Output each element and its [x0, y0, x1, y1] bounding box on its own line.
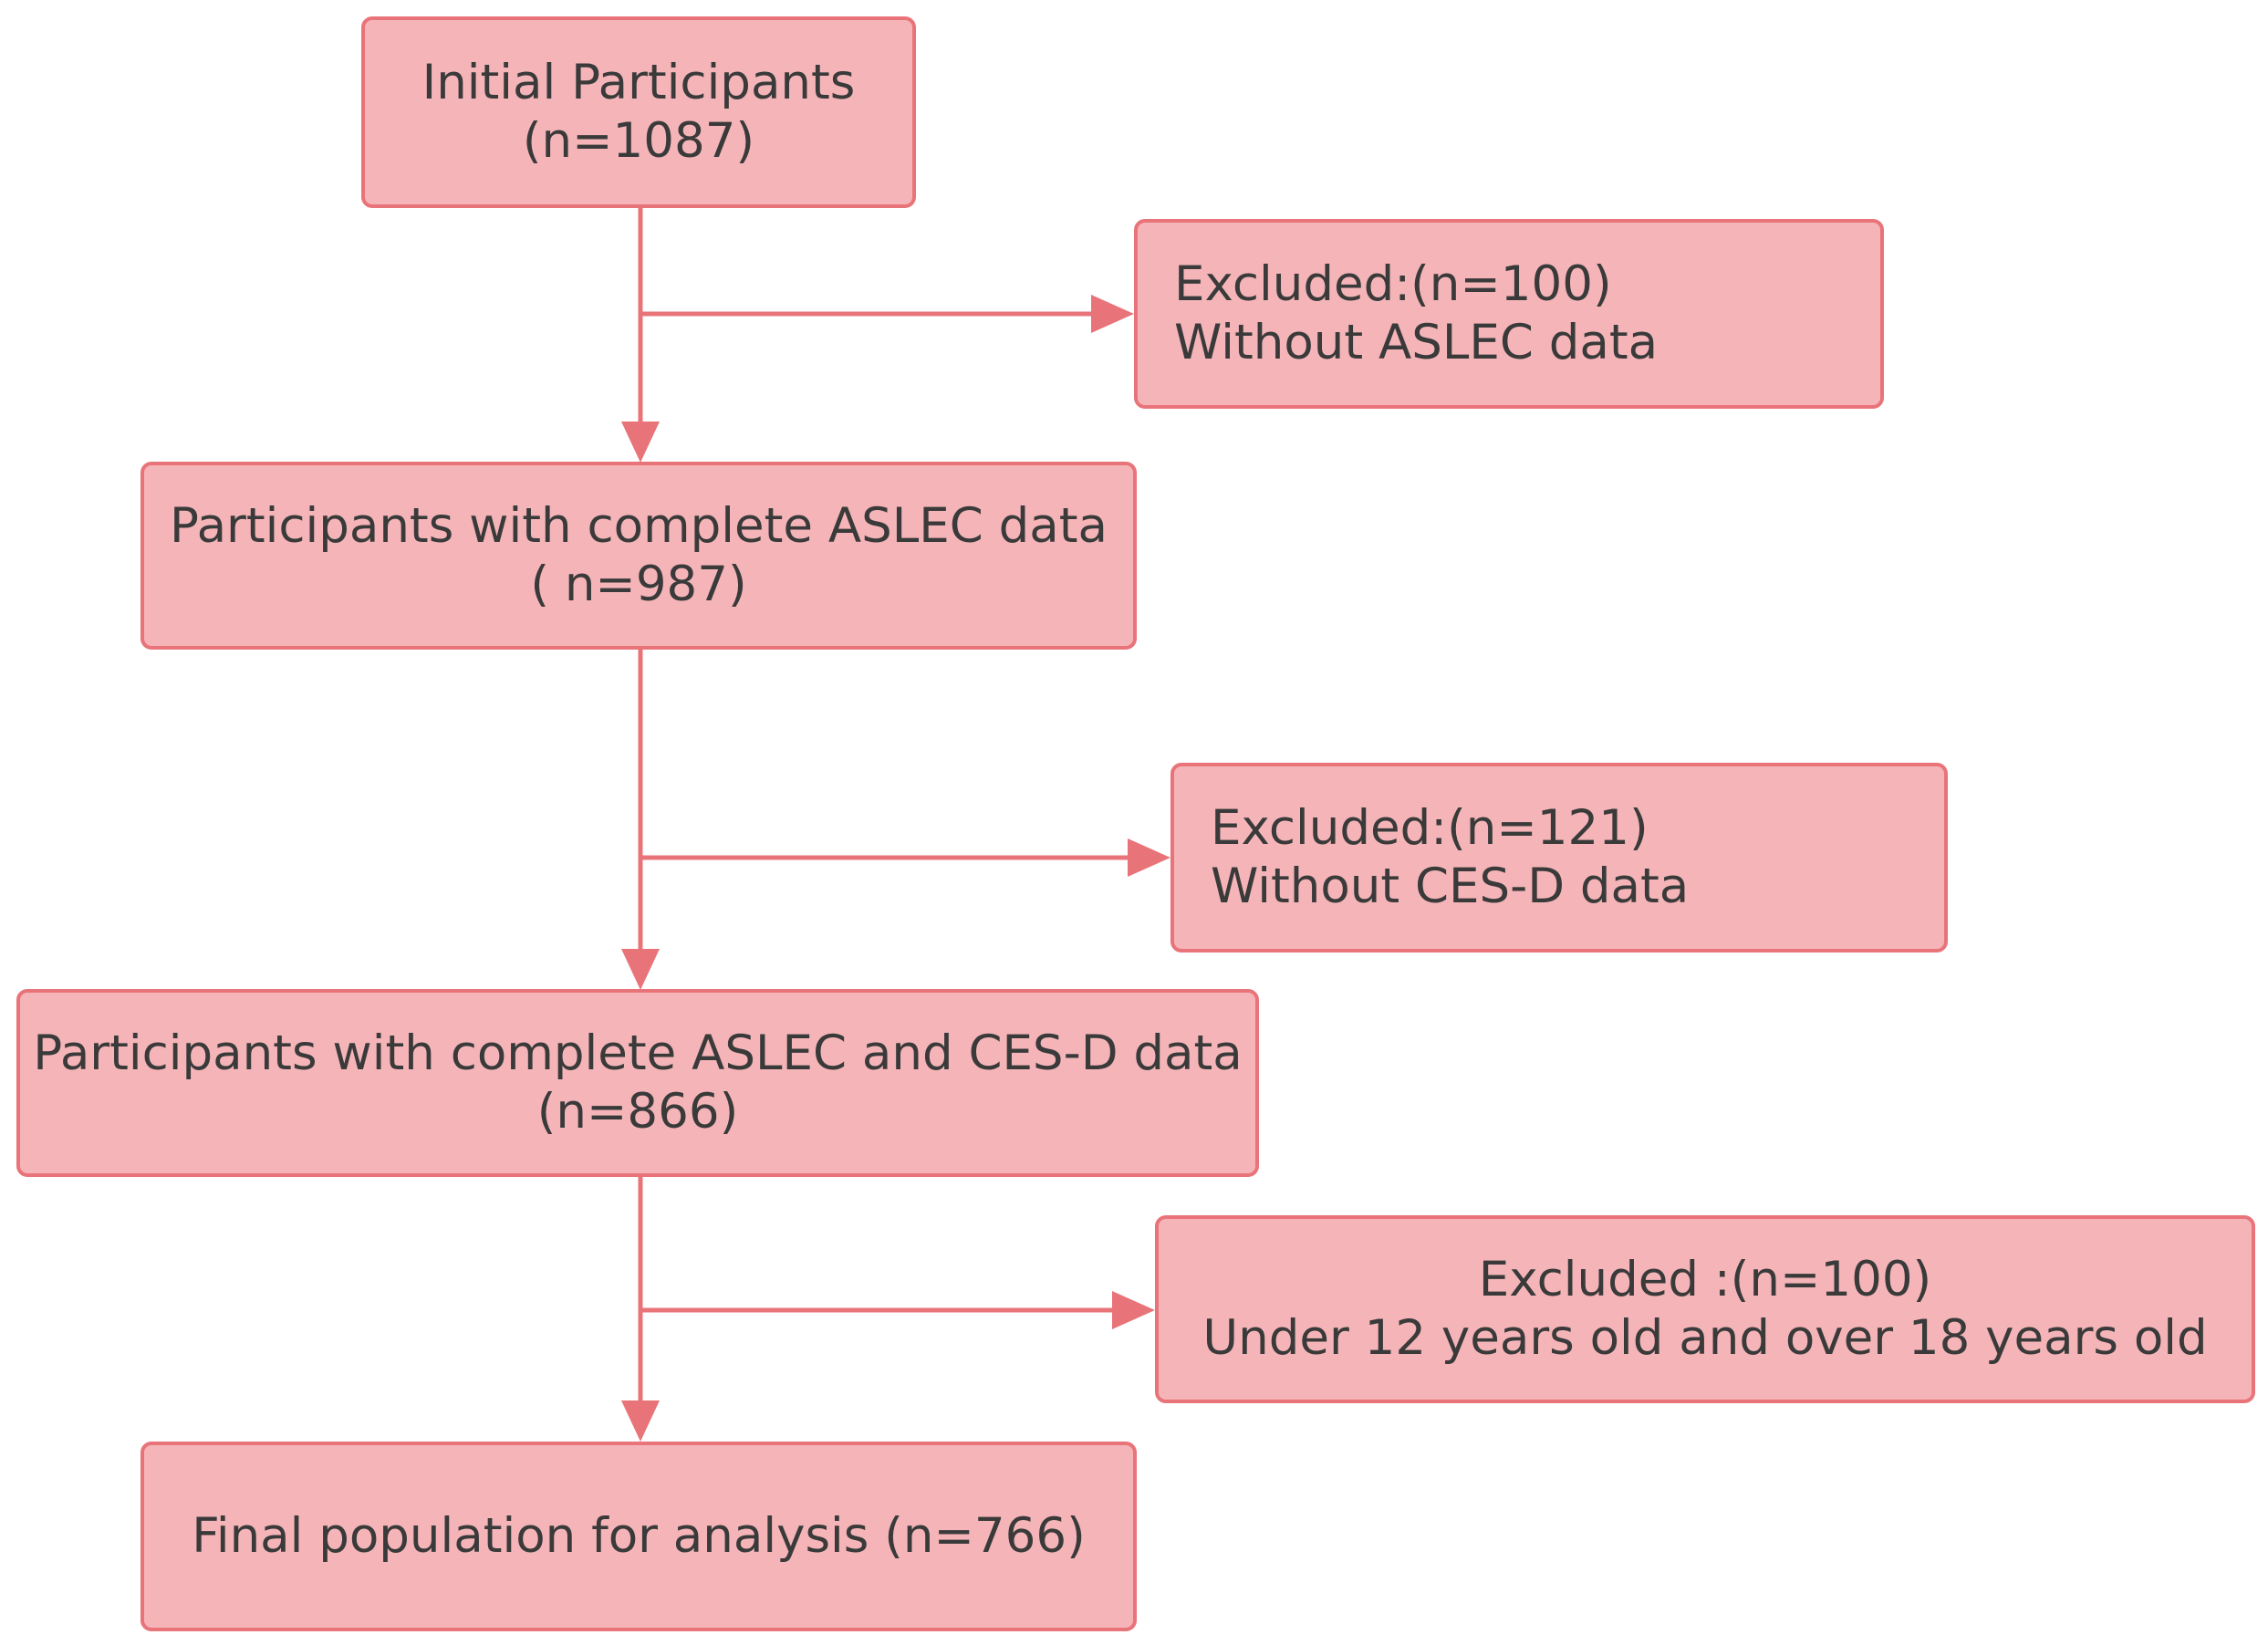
step-complete-aslec: Participants with complete ASLEC data ( … — [140, 462, 1137, 650]
step-count: ( n=987) — [530, 557, 747, 612]
main-arrowhead-3 — [621, 1400, 660, 1442]
step-label: Participants with complete ASLEC data — [169, 498, 1108, 554]
step-initial-participants: Initial Participants (n=1087) — [361, 16, 916, 208]
exclusion-without-cesd: Excluded:(n=121) Without CES-D data — [1170, 763, 1948, 953]
step-label: Initial Participants — [421, 55, 856, 110]
exclusion-age-range: Excluded :(n=100) Under 12 years old and… — [1155, 1215, 2255, 1403]
exclusion-reason: Under 12 years old and over 18 years old — [1202, 1310, 2208, 1366]
exclusion-without-aslec: Excluded:(n=100) Without ASLEC data — [1134, 219, 1884, 409]
exclusion-reason: Without CES-D data — [1211, 859, 1690, 914]
exclusion-count: Excluded:(n=121) — [1211, 800, 1649, 856]
step-label: Final population for analysis (n=766) — [192, 1508, 1086, 1564]
exclusion-count: Excluded:(n=100) — [1174, 256, 1612, 312]
exclusion-reason: Without ASLEC data — [1174, 315, 1659, 370]
step-complete-aslec-cesd: Participants with complete ASLEC and CES… — [16, 989, 1259, 1177]
step-label: Participants with complete ASLEC and CES… — [33, 1026, 1243, 1081]
exclusion-count: Excluded :(n=100) — [1478, 1252, 1932, 1307]
step-count: (n=866) — [536, 1084, 739, 1140]
branch-arrowhead-1 — [1091, 295, 1134, 333]
main-arrowhead-2 — [621, 949, 660, 990]
step-final-population: Final population for analysis (n=766) — [140, 1442, 1137, 1631]
branch-arrowhead-3 — [1112, 1291, 1155, 1329]
main-arrowhead-1 — [621, 422, 660, 463]
branch-arrowhead-2 — [1128, 838, 1170, 877]
step-count: (n=1087) — [522, 113, 755, 169]
